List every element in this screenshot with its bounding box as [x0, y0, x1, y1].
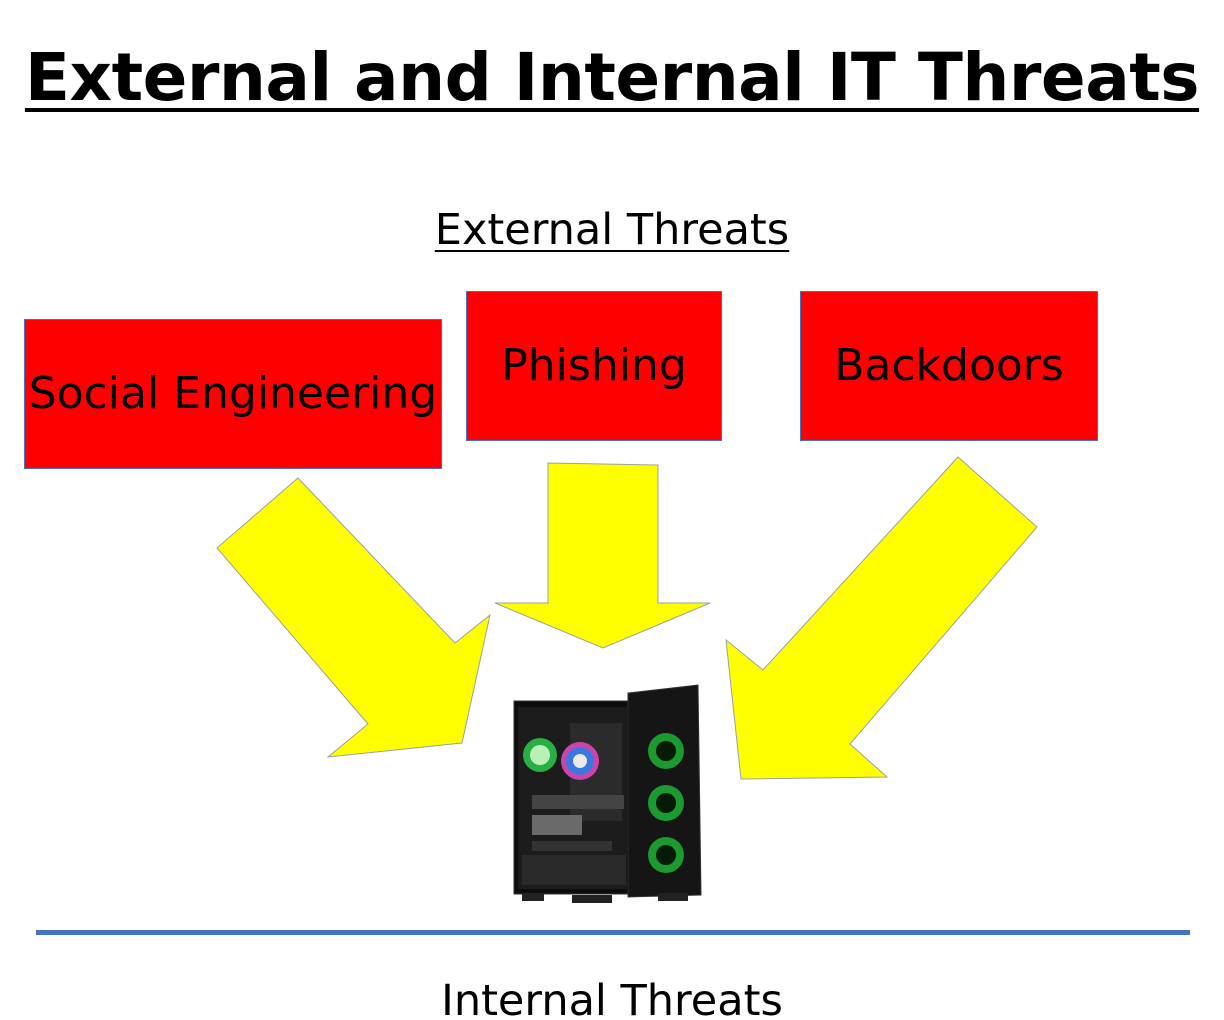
threat-box-phishing: Phishing — [466, 291, 722, 441]
arrow-social-engineering — [216, 477, 491, 758]
threat-box-backdoors: Backdoors — [800, 291, 1098, 441]
diagram-title: External and Internal IT Threats — [24, 39, 1200, 116]
threat-label: Backdoors — [834, 340, 1064, 391]
arrow-backdoors — [725, 456, 1038, 780]
internal-threats-heading: Internal Threats — [441, 976, 783, 1020]
arrow-phishing — [494, 462, 711, 649]
threat-box-social-engineering: Social Engineering — [24, 319, 442, 469]
threat-label: Social Engineering — [28, 368, 438, 419]
threat-label: Phishing — [501, 340, 687, 391]
external-threats-heading: External Threats — [434, 205, 790, 255]
internal-external-divider — [36, 930, 1190, 935]
desktop-computer-icon — [513, 684, 702, 903]
